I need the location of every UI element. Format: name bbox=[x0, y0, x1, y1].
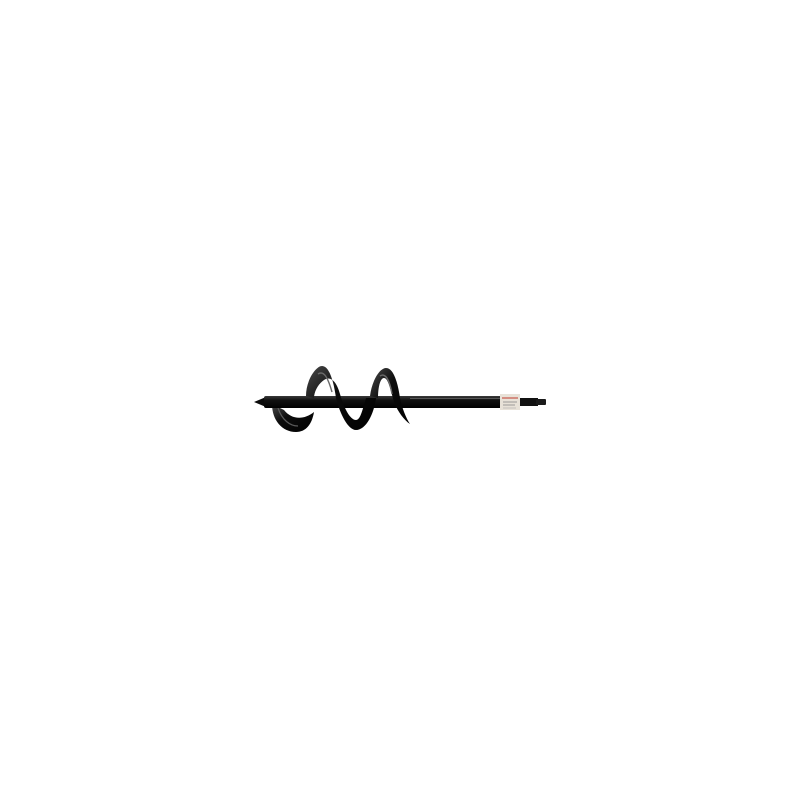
auger-cutting-blade bbox=[272, 404, 314, 432]
auger-flight-1 bbox=[306, 366, 376, 430]
product-label-icon bbox=[500, 394, 520, 410]
auger-tip bbox=[254, 397, 266, 407]
auger-cutting-blade-highlight bbox=[277, 407, 299, 427]
auger-flight-2-highlight bbox=[379, 374, 393, 395]
auger-shaft bbox=[264, 396, 504, 408]
auger-flight-1-highlight bbox=[317, 372, 333, 393]
auger-flight-2 bbox=[370, 368, 410, 424]
auger-drive-tip bbox=[536, 399, 546, 405]
auger-drive-shank bbox=[520, 398, 538, 406]
